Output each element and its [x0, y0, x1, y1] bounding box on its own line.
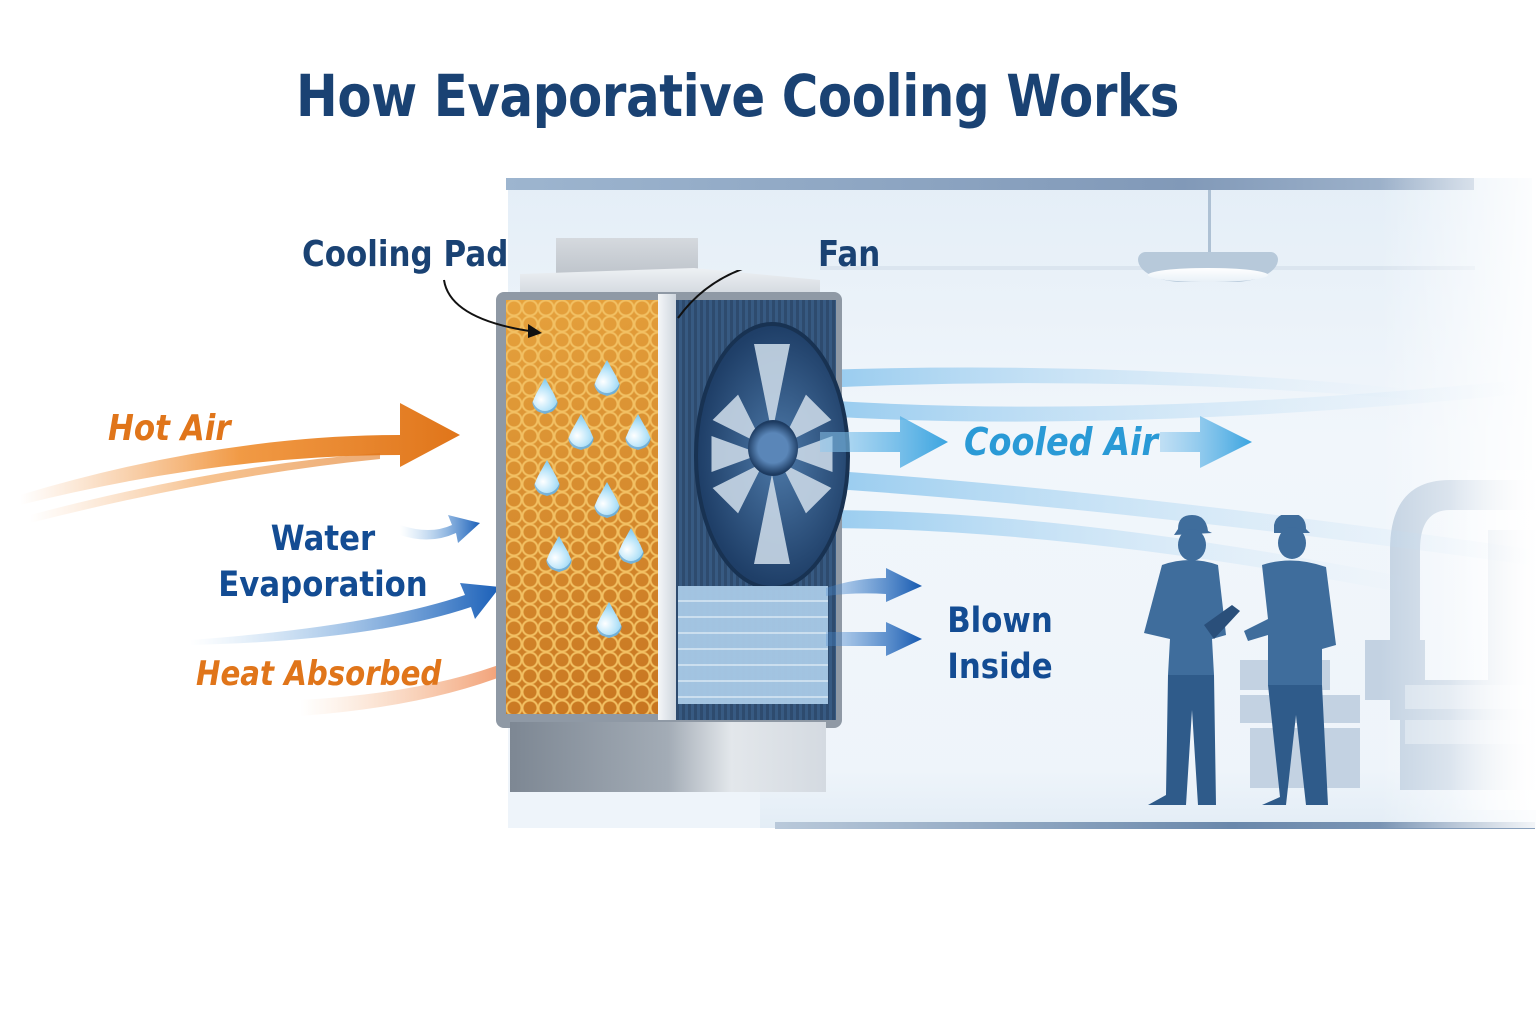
lamp-rod [1208, 190, 1211, 254]
room-fade [1380, 178, 1536, 828]
fan-label: Fan [818, 234, 881, 275]
water-evaporation-label: Water Evaporation [213, 516, 433, 608]
hot-air-label: Hot Air [108, 408, 231, 449]
callout-lines [443, 270, 743, 338]
water-evaporation-line1: Water [270, 519, 376, 559]
cooling-pad [506, 300, 658, 714]
blown-inside-line2: Inside [947, 647, 1053, 687]
cooled-air-streams [820, 367, 1536, 596]
workers-icon [1144, 515, 1336, 805]
blown-inside-label: Blown Inside [930, 598, 1071, 690]
fan-hub [748, 420, 798, 476]
cooled-air-arrow-icon [820, 416, 1252, 468]
unit-top-box [556, 238, 698, 274]
lamp-glow [1148, 268, 1268, 282]
blown-inside-arrows-icon [826, 568, 922, 656]
cooled-air-label: Cooled Air [964, 420, 1159, 464]
cooling-pad-label: Cooling Pad [302, 234, 509, 275]
air-outlet-grill [678, 586, 828, 704]
page-title: How Evaporative Cooling Works [296, 62, 1180, 130]
ceiling-beam [506, 178, 1474, 190]
pad-edge [658, 294, 676, 720]
hot-air-arrow-icon [20, 403, 460, 523]
floor-edge [775, 822, 1535, 829]
evaporation-arrows-icon [190, 515, 500, 645]
water-evaporation-line2: Evaporation [218, 565, 428, 605]
blown-inside-line1: Blown [947, 601, 1053, 641]
unit-base [510, 722, 826, 792]
heat-absorbed-label: Heat Absorbed [196, 654, 442, 694]
